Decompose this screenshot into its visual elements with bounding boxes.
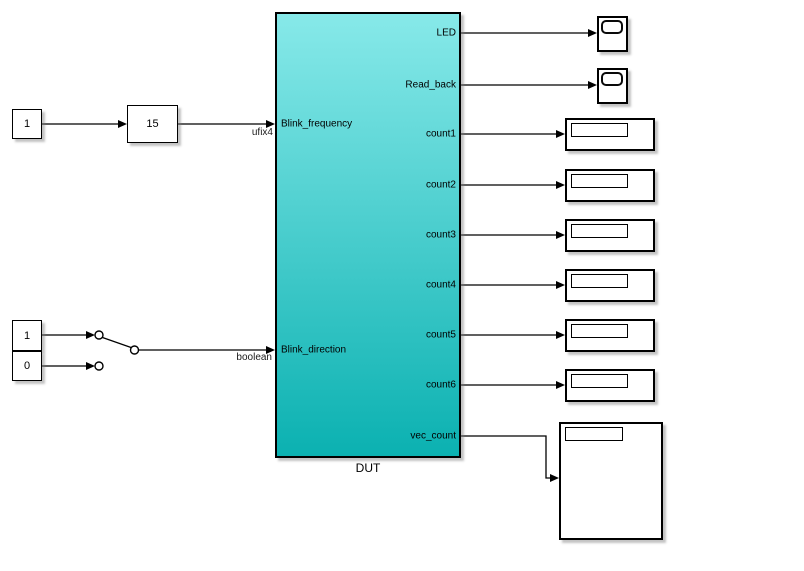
wire-vec-count[interactable]	[461, 435, 559, 482]
display-value-box	[571, 324, 628, 338]
port-label-count3: count3	[425, 229, 456, 241]
wire-count4[interactable]	[461, 281, 565, 289]
manual-switch[interactable]	[94, 330, 140, 371]
wire-count3[interactable]	[461, 231, 565, 239]
signal-dtype-boolean: boolean	[236, 352, 272, 363]
port-label-read-back: Read_back	[405, 79, 456, 91]
display-count5-block[interactable]	[565, 319, 655, 352]
dut-subsystem-block[interactable]: Blink_frequency Blink_direction LED Read…	[275, 12, 461, 458]
display-count2-block[interactable]	[565, 169, 655, 202]
constant-value: 1	[23, 118, 31, 130]
wire-freq-to-dut[interactable]	[178, 120, 275, 128]
constant-value: 1	[23, 329, 31, 342]
constant-value: 15	[146, 118, 159, 130]
constant-value: 0	[23, 360, 31, 372]
scope-readback-block[interactable]	[597, 68, 628, 104]
display-value-box	[571, 274, 628, 288]
scope-led-block[interactable]	[597, 16, 628, 52]
display-value-box	[571, 123, 628, 137]
wire-led[interactable]	[461, 29, 597, 37]
port-label-count2: count2	[425, 179, 456, 191]
signal-dtype-ufix4: ufix4	[251, 127, 273, 138]
scope-screen-icon	[601, 72, 623, 86]
display-count3-block[interactable]	[565, 219, 655, 252]
display-value-box	[571, 224, 628, 238]
wire-count6[interactable]	[461, 381, 565, 389]
port-label-count6: count6	[425, 379, 456, 391]
constant-switch-on-block[interactable]: 1	[12, 320, 42, 351]
port-label-count1: count1	[425, 128, 456, 140]
dut-block-name[interactable]: DUT	[355, 461, 381, 475]
display-value-box	[571, 174, 628, 188]
scope-screen-icon	[601, 20, 623, 34]
wire-switch-off[interactable]	[42, 362, 95, 370]
wire-switch-on[interactable]	[42, 331, 95, 339]
port-label-count4: count4	[425, 279, 456, 291]
display-vec-count-block[interactable]	[559, 422, 663, 540]
constant-freq-input-block[interactable]: 1	[12, 109, 42, 139]
wire-count2[interactable]	[461, 181, 565, 189]
constant-15-block[interactable]: 15	[127, 105, 178, 143]
display-count1-block[interactable]	[565, 118, 655, 151]
wire-const-to-freq[interactable]	[42, 120, 127, 128]
port-label-led: LED	[436, 27, 456, 39]
display-value-box	[565, 427, 623, 441]
port-label-vec-count: vec_count	[410, 430, 456, 442]
port-label-blink-direction: Blink_direction	[281, 344, 347, 356]
port-label-count5: count5	[425, 329, 456, 341]
display-count4-block[interactable]	[565, 269, 655, 302]
wire-count1[interactable]	[461, 130, 565, 138]
display-value-box	[571, 374, 628, 388]
wire-readback[interactable]	[461, 81, 597, 89]
wire-count5[interactable]	[461, 331, 565, 339]
port-label-blink-frequency: Blink_frequency	[281, 118, 353, 130]
display-count6-block[interactable]	[565, 369, 655, 402]
constant-switch-off-block[interactable]: 0	[12, 351, 42, 381]
wire-switch-to-dut[interactable]	[139, 346, 275, 354]
